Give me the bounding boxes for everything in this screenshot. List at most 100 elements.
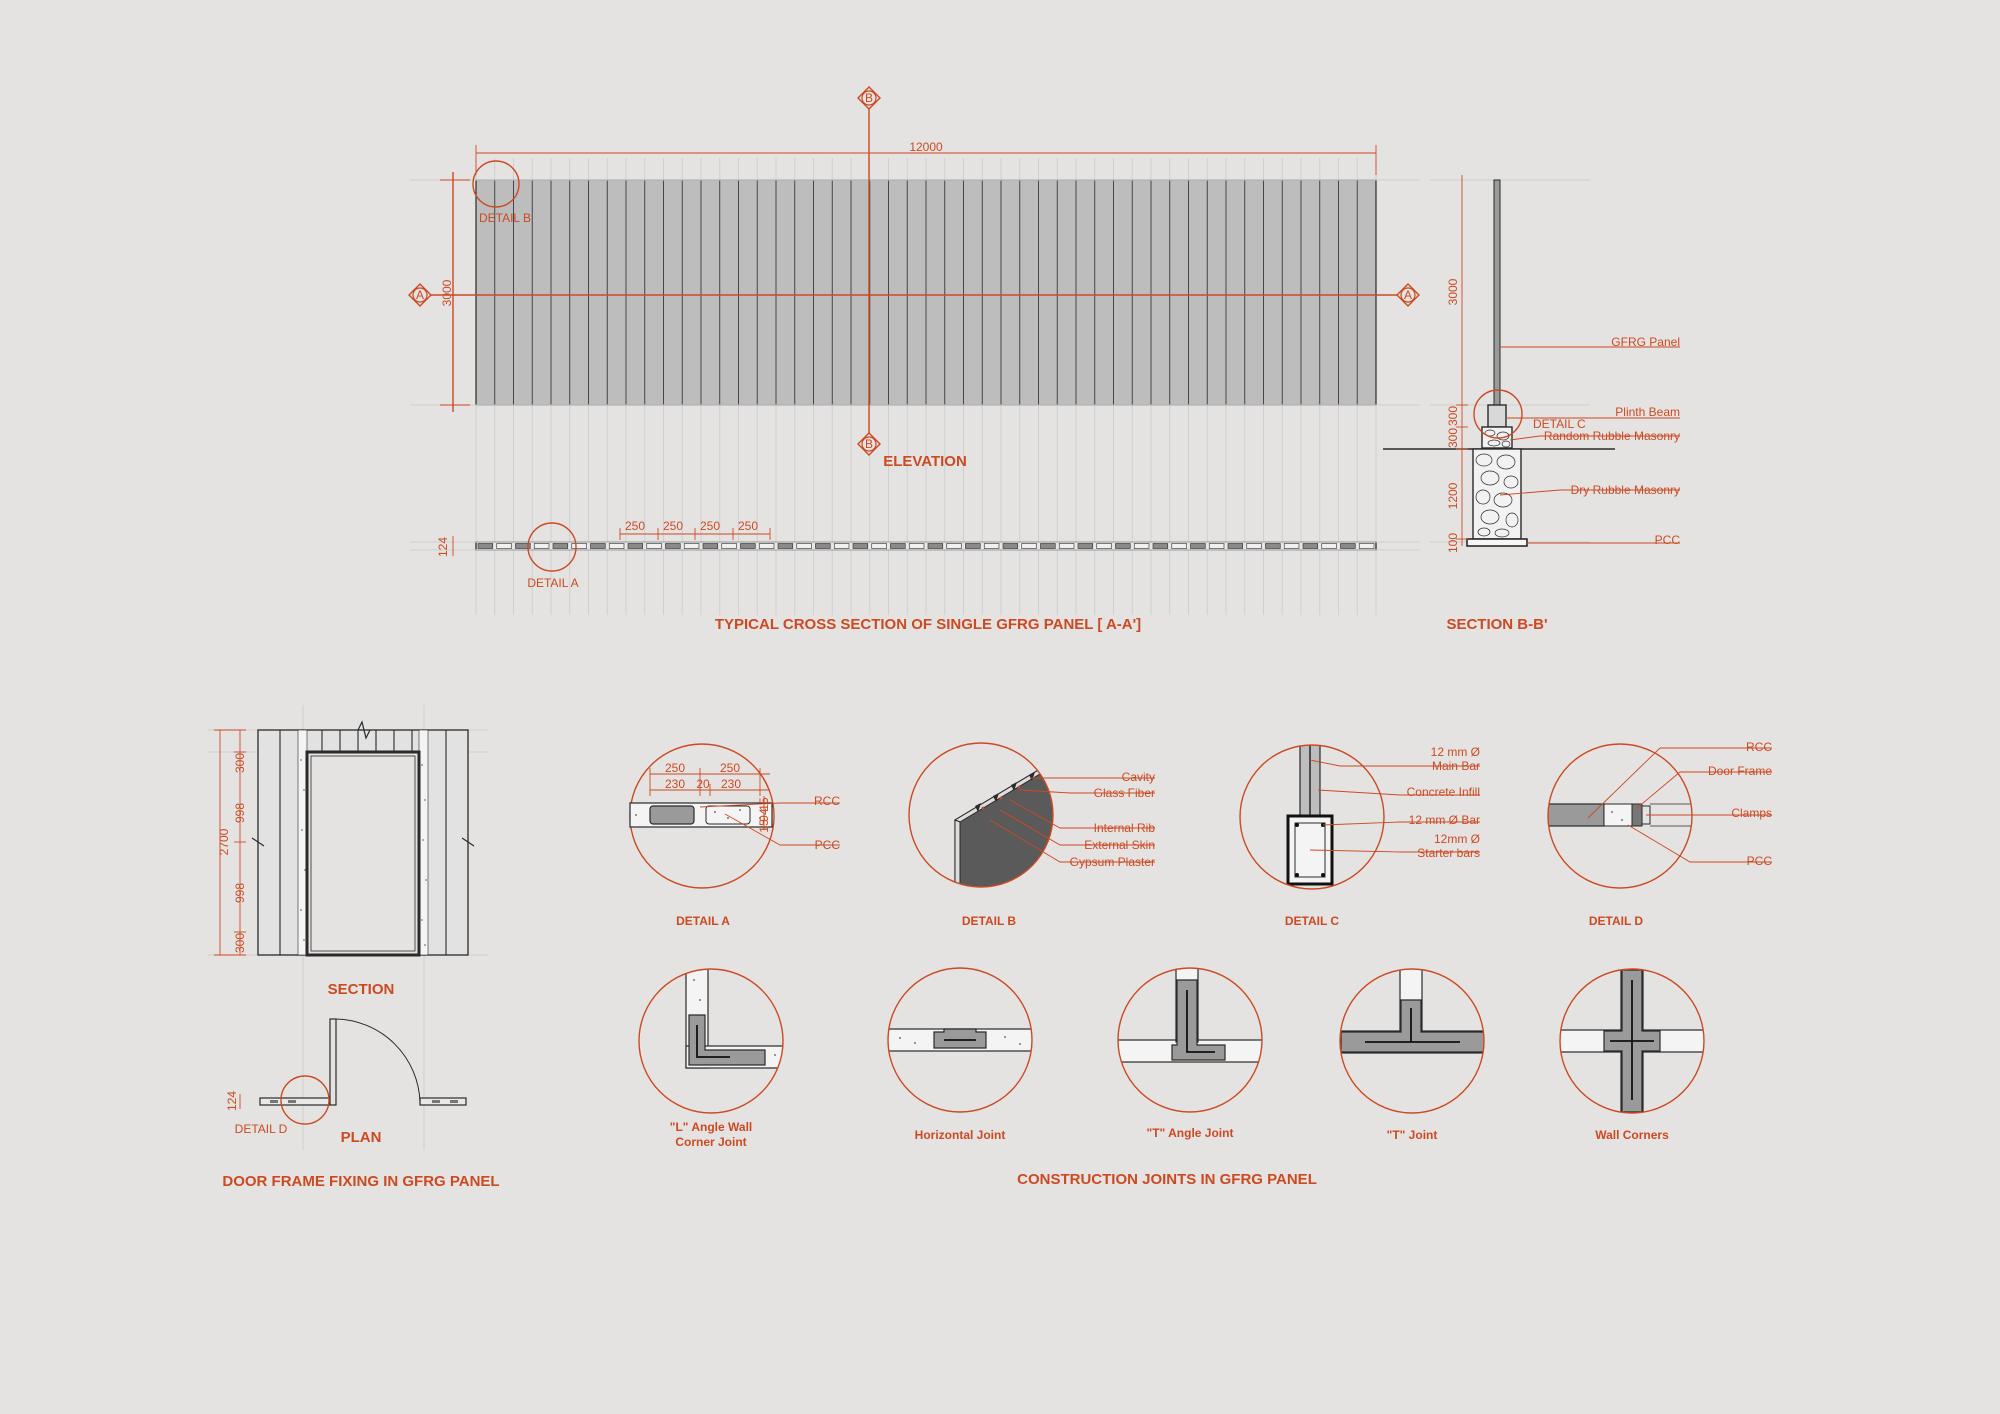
dim-elevation-height: 3000	[440, 172, 470, 412]
cross-section-cell	[571, 543, 587, 549]
door-frame-title: DOOR FRAME FIXING IN GFRG PANEL	[222, 1173, 499, 1190]
cross-section-cell	[533, 543, 550, 549]
cross-section-cell	[1171, 543, 1187, 549]
joint-t-label: "T" Joint	[1387, 1128, 1438, 1142]
elevation-view: 12000 3000 A A B B	[408, 86, 1420, 615]
cross-section-cell	[1321, 543, 1337, 549]
cross-section-cell	[552, 543, 569, 549]
cross-section-cell	[890, 543, 906, 549]
joint-horizontal: Horizontal Joint	[887, 967, 1033, 1142]
cross-section-title: TYPICAL CROSS SECTION OF SINGLE GFRG PAN…	[715, 616, 1141, 633]
door-dim-998-b: 998	[233, 883, 247, 903]
cross-section-cell	[908, 543, 925, 549]
detail-c-label-starter-bars: Starter bars	[1417, 846, 1480, 860]
bb-dim-300-b: 300	[1446, 428, 1460, 448]
section-marker-b-top: B	[857, 86, 881, 110]
bb-label-gfrg-panel: GFRG Panel	[1611, 335, 1680, 349]
cross-section-cell	[1058, 543, 1075, 549]
detail-b-label-internal-rib: Internal Rib	[1094, 821, 1156, 835]
detail-b-tag: DETAIL B	[479, 211, 531, 225]
spacing-1: 250	[625, 519, 645, 533]
spacing-2: 250	[663, 519, 683, 533]
detail-d-label-clamps: Clamps	[1731, 806, 1772, 820]
joint-t-angle-label: "T" Angle Joint	[1147, 1126, 1234, 1140]
cross-section-cell	[1246, 543, 1262, 549]
detail-a-tag: DETAIL A	[527, 576, 578, 590]
cross-section-cell	[927, 543, 944, 549]
cross-section-cell	[1340, 543, 1356, 549]
door-section-title: SECTION	[328, 981, 395, 998]
detail-d-label-door-frame: Door Frame	[1708, 764, 1772, 778]
door-dim-2700: 2700	[217, 828, 231, 855]
joint-wall-corners-label: Wall Corners	[1595, 1128, 1669, 1142]
marker-b-bottom-label: B	[865, 437, 873, 451]
cross-section-cells	[477, 543, 1375, 549]
cross-section-cell	[721, 543, 737, 549]
detail-b-label-glass-fiber: Glass Fiber	[1094, 786, 1155, 800]
bb-dim-100: 100	[1446, 533, 1460, 553]
door-plan-view: 124 DETAIL D PLAN DOOR FRAME FIXING IN G…	[222, 1018, 500, 1190]
cross-section-cell	[702, 543, 719, 549]
cross-section-cell	[758, 543, 775, 549]
marker-b-top-label: B	[865, 91, 873, 105]
cross-section-cell	[1190, 543, 1206, 549]
detail-d-title: DETAIL D	[1589, 914, 1644, 928]
detail-b-label-external-skin: External Skin	[1084, 838, 1155, 852]
door-section-view: 2700 300 998 998 300 SECTION	[208, 705, 488, 1150]
section-bb-view: 3000 300 300 1200 100 GFRG Panel Plinth …	[1383, 175, 1680, 633]
detail-a-dim-230-a: 230	[665, 777, 685, 791]
cross-section-cell	[1077, 543, 1094, 549]
cross-section-cell	[665, 543, 681, 549]
door-dim-300-bottom: 300	[233, 933, 247, 953]
cross-section-cell	[1302, 543, 1319, 549]
detail-b-title: DETAIL B	[962, 914, 1017, 928]
cross-section-cell	[983, 543, 1000, 549]
door-plan-dim-124: 124	[225, 1091, 239, 1111]
joint-wall-corners: Wall Corners	[1559, 968, 1705, 1142]
cross-section-cell	[777, 543, 794, 549]
cross-section-cell	[1002, 543, 1019, 549]
cross-section-cell	[1152, 543, 1169, 549]
detail-b-label-cavity: Cavity	[1122, 770, 1155, 784]
bb-dim-300-a: 300	[1446, 406, 1460, 426]
detail-d-label-pcc: PCC	[1747, 854, 1773, 868]
detail-c-title: DETAIL C	[1285, 914, 1340, 928]
section-marker-a-right: A	[1396, 283, 1420, 307]
door-dim-300-top: 300	[233, 753, 247, 773]
cross-section-cell	[1040, 543, 1056, 549]
detail-c-label-12mm: 12 mm Ø	[1431, 745, 1480, 759]
detail-b-label-gypsum: Gypsum Plaster	[1070, 855, 1155, 869]
cross-section-cell	[833, 543, 850, 549]
dim-overall-width: 12000	[475, 140, 1377, 175]
dim-3000: 3000	[440, 279, 454, 306]
cross-section-cell	[1096, 543, 1112, 549]
detail-c-label-concrete-infill: Concrete Infill	[1407, 785, 1480, 799]
detail-d-tag: DETAIL D	[235, 1122, 288, 1136]
bb-label-plinth-beam: Plinth Beam	[1615, 405, 1680, 419]
cross-section-cell	[965, 543, 981, 549]
joint-l-label-1: "L" Angle Wall	[670, 1120, 753, 1134]
detail-c-label-main-bar: Main Bar	[1432, 759, 1480, 773]
detail-a-dim-250-b: 250	[720, 761, 740, 775]
section-marker-a-left: A	[408, 283, 432, 307]
cross-section-cell	[608, 543, 625, 549]
joint-t: "T" Joint	[1339, 968, 1485, 1142]
detail-a-dim-250-a: 250	[665, 761, 685, 775]
dim-cross-thickness: 124	[436, 536, 454, 557]
cross-section-cell	[683, 543, 700, 549]
cross-section-cell	[1227, 543, 1244, 549]
detail-a-bubble	[527, 522, 577, 572]
detail-a-dim-20: 20	[696, 777, 710, 791]
detail-c-tag: DETAIL C	[1533, 417, 1586, 431]
bb-dim-1200: 1200	[1446, 482, 1460, 509]
marker-a-right-label: A	[1404, 288, 1412, 302]
detail-a-dim-94: 94	[757, 808, 771, 822]
joint-horizontal-label: Horizontal Joint	[915, 1128, 1006, 1142]
detail-c-label-12mm-b: 12mm Ø	[1434, 832, 1480, 846]
detail-a-dim-230-b: 230	[721, 777, 741, 791]
detail-d: RCC Door Frame Clamps PCC DETAIL D	[1547, 740, 1773, 928]
cross-section-view: 124 250 250 250 250 DETAIL A TYPICAL CRO…	[410, 519, 1420, 633]
cross-section-cell	[946, 543, 962, 549]
spacing-3: 250	[700, 519, 720, 533]
joint-l-angle: "L" Angle Wall Corner Joint	[638, 968, 784, 1149]
